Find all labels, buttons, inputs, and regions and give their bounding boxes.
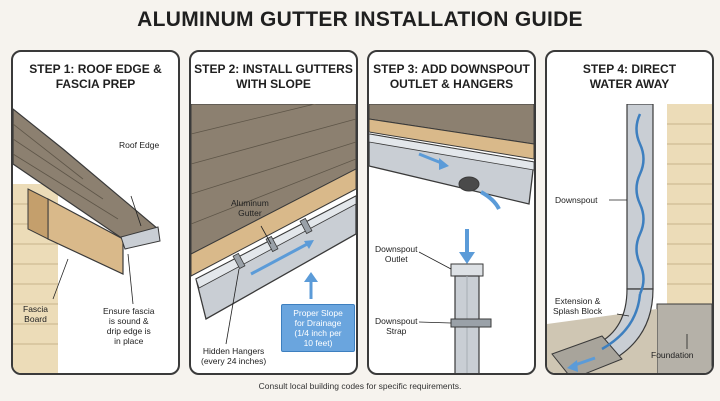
step-3-heading-line-1: STEP 3: ADD DOWNSPOUT xyxy=(373,62,530,76)
fascia-board-label-line-2: Board xyxy=(24,314,47,324)
step-2-heading: STEP 2: INSTALL GUTTERS WITH SLOPE xyxy=(191,52,356,102)
water-flow xyxy=(635,113,645,295)
aluminum-gutter-line-1: Aluminum xyxy=(231,198,269,208)
step-1-illustration xyxy=(13,108,161,373)
roof-shingles xyxy=(369,104,534,145)
step-3-heading-line-2: OUTLET & HANGERS xyxy=(389,77,514,91)
fascia-board-label: Fascia Board xyxy=(23,304,48,324)
downspout-pipe xyxy=(626,104,654,290)
step-2-illustration xyxy=(191,104,356,345)
down-arrowhead xyxy=(459,252,475,264)
step-4-heading-line-2: WATER AWAY xyxy=(589,77,670,91)
foundation-wall xyxy=(656,303,712,373)
drip-edge xyxy=(120,226,161,250)
step-2-panel: STEP 2: INSTALL GUTTERS WITH SLOPE Alumi xyxy=(189,50,358,375)
ensure-fascia-line-3: drip edge is xyxy=(106,326,151,336)
extension-line-1: Extension & xyxy=(554,296,601,306)
proper-slope-line-2: for Drainage xyxy=(294,318,342,328)
foundation-label: Foundation xyxy=(651,350,694,360)
step-1-heading: STEP 1: ROOF EDGE & FASCIA PREP xyxy=(13,52,178,102)
step-2-heading-line-2: WITH SLOPE xyxy=(236,77,311,91)
hidden-hangers-line-2: (every 24 inches) xyxy=(201,356,267,366)
roof-edge-leader xyxy=(130,195,142,227)
step-3-heading: STEP 3: ADD DOWNSPOUT OUTLET & HANGERS xyxy=(369,52,534,102)
outlet-hole xyxy=(458,176,480,192)
downspout-label: Downspout xyxy=(555,195,598,205)
ensure-fascia-line-1: Ensure fascia xyxy=(103,306,155,316)
step-4-heading: STEP 4: DIRECT WATER AWAY xyxy=(547,52,712,102)
downspout-outlet-cap xyxy=(450,263,484,277)
proper-slope-line-3: (1/4 inch per xyxy=(294,328,342,338)
downspout-outlet-line-2: Outlet xyxy=(384,254,408,264)
siding-lines xyxy=(667,123,712,285)
water-flow-arrowhead xyxy=(439,158,449,170)
fascia-leader xyxy=(52,258,69,300)
downspout-outlet-line-1: Downspout xyxy=(375,244,418,254)
hidden-hangers-label: Hidden Hangers (every 24 inches) xyxy=(201,346,266,366)
step-4-heading-line-1: STEP 4: DIRECT xyxy=(582,62,677,76)
extension-label: Extension & Splash Block xyxy=(553,296,602,316)
step-1-panel: STEP 1: ROOF EDGE & FASCIA PREP Roof Edg… xyxy=(11,50,180,375)
step-3-illustration xyxy=(369,104,534,373)
extension-line-2: Splash Block xyxy=(553,306,603,316)
water-flow-arrowhead xyxy=(304,240,314,249)
shingle-rows xyxy=(13,123,119,220)
ensure-leader xyxy=(127,253,134,305)
roof-shingles xyxy=(191,104,356,255)
downspout-strap-line-2: Strap xyxy=(386,326,407,336)
step-2-heading-line-1: STEP 2: INSTALL GUTTERS xyxy=(194,62,353,76)
downspout-strap xyxy=(450,318,492,328)
gutter-lip xyxy=(369,133,534,171)
step-1-heading-line-1: STEP 1: ROOF EDGE & xyxy=(29,62,162,76)
downspout-outlet-label: Downspout Outlet xyxy=(375,244,418,264)
ensure-fascia-line-2: is sound & xyxy=(108,316,149,326)
proper-slope-line-4: 10 feet) xyxy=(303,338,333,348)
ensure-fascia-label: Ensure fascia is sound & drip edge is in… xyxy=(103,306,155,346)
aluminum-gutter-line-2: Gutter xyxy=(238,208,262,218)
splash-block xyxy=(551,335,623,373)
proper-slope-line-1: Proper Slope xyxy=(293,308,343,318)
roof-edge-label: Roof Edge xyxy=(119,140,160,150)
water-drop xyxy=(480,190,501,210)
footer-note: Consult local building codes for specifi… xyxy=(258,381,462,391)
fascia-board-label-line-1: Fascia xyxy=(23,304,49,314)
ensure-fascia-line-4: in place xyxy=(114,336,144,346)
step-4-illustration xyxy=(547,104,712,373)
fascia-board xyxy=(191,168,356,277)
strap-leader xyxy=(418,321,452,324)
gutter-leader xyxy=(260,225,272,245)
water-out-arrowhead xyxy=(567,360,578,372)
outlet-leader xyxy=(418,251,452,270)
shingle-rows xyxy=(191,104,356,225)
water-flow-arrow xyxy=(250,240,312,276)
page-title: ALUMINUM GUTTER INSTALLATION GUIDE xyxy=(137,8,583,31)
step-4-panel: STEP 4: DIRECT WATER AWAY Downspout xyxy=(545,50,714,375)
hangers-leader xyxy=(225,268,240,345)
step-3-panel: STEP 3: ADD DOWNSPOUT OUTLET & HANGERS D… xyxy=(367,50,536,375)
aluminum-gutter-label: Aluminum Gutter xyxy=(231,198,269,218)
slope-arrowhead xyxy=(304,272,318,282)
rafter-end xyxy=(27,188,49,240)
step-1-heading-line-2: FASCIA PREP xyxy=(55,77,136,91)
proper-slope-callout: Proper Slope for Drainage (1/4 inch per … xyxy=(281,304,355,352)
downspout-strap-line-1: Downspout xyxy=(375,316,418,326)
extension-leader xyxy=(616,313,630,317)
hidden-hangers-line-1: Hidden Hangers xyxy=(202,346,265,356)
downspout-strap-label: Downspout Strap xyxy=(375,316,418,336)
water-flow-elbow xyxy=(601,293,642,351)
fascia-board xyxy=(369,118,534,160)
